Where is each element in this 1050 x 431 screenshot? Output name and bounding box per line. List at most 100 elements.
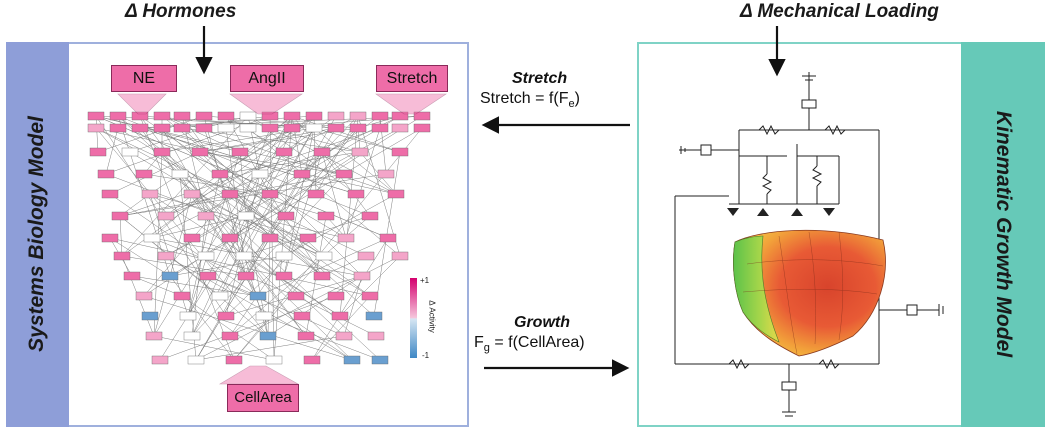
network-edge (153, 151, 163, 337)
network-edge (117, 127, 325, 257)
network-node (225, 355, 243, 365)
network-node (153, 123, 171, 133)
network-edge (229, 151, 361, 239)
network-edge (311, 295, 371, 361)
network-node (179, 311, 197, 321)
network-node (239, 123, 257, 133)
network-edge (243, 127, 315, 257)
network-node (87, 111, 105, 121)
network-edge (95, 127, 397, 195)
network-node (135, 291, 153, 301)
network-edge (269, 193, 323, 277)
network-edge (191, 193, 345, 337)
network-node (335, 331, 353, 341)
network-node (377, 169, 395, 179)
network-node (197, 211, 215, 221)
network-edge (119, 127, 381, 217)
network-edge (179, 173, 197, 361)
network-edge (199, 151, 345, 175)
network-node (347, 189, 365, 199)
network-node (251, 169, 269, 179)
network-node (293, 311, 311, 321)
network-edge (121, 115, 249, 257)
network-node (277, 211, 295, 221)
network-node (231, 147, 249, 157)
network-edge (161, 115, 241, 153)
network-node (195, 111, 213, 121)
network-node (97, 169, 115, 179)
network-edge (95, 127, 269, 337)
network-edge (187, 173, 221, 317)
network-node (343, 355, 361, 365)
stretch-equation: Stretch = f(Fe) (480, 90, 580, 111)
network-edge (95, 115, 241, 153)
network-node (173, 291, 191, 301)
network-edge (105, 127, 119, 175)
cellarea-node: CellArea (227, 384, 299, 412)
network-edge (191, 237, 245, 257)
network-node (89, 147, 107, 157)
network-node (367, 331, 385, 341)
ne-node: NE (111, 65, 177, 92)
network-node (337, 233, 355, 243)
network-node (143, 233, 161, 243)
network-edge (245, 215, 347, 239)
network-node (197, 251, 215, 261)
network-node (371, 123, 389, 133)
network-edge (203, 127, 221, 175)
network-edge (207, 275, 345, 337)
network-node (315, 251, 333, 261)
growth-equation: Fg = f(CellArea) (474, 334, 585, 355)
network-edge (165, 255, 353, 361)
network-node (87, 123, 105, 133)
network-edge (165, 115, 401, 257)
network-node (327, 291, 345, 301)
network-node (221, 331, 239, 341)
stretch-funnel (375, 93, 447, 115)
network-node (221, 233, 239, 243)
network-node (297, 331, 315, 341)
network-node (371, 355, 389, 365)
network-node (145, 331, 163, 341)
network-node (331, 311, 349, 321)
network-node (275, 271, 293, 281)
network-edge (239, 151, 247, 217)
signaling-network-graphic (87, 93, 447, 385)
activity-colorbar (410, 278, 417, 358)
network-edge (181, 295, 275, 361)
angii-node: AngII (230, 65, 304, 92)
network-edge (151, 237, 297, 297)
network-edge (131, 275, 183, 297)
network-edge (229, 151, 285, 239)
network-edge (313, 127, 397, 195)
network-node (131, 111, 149, 121)
network-edge (143, 237, 231, 297)
network-node (349, 111, 367, 121)
network-node (173, 111, 191, 121)
network-node (371, 111, 389, 121)
network-node (357, 251, 375, 261)
network-node (327, 111, 345, 121)
network-edge (195, 127, 337, 361)
network-node (391, 123, 409, 133)
network-edge (207, 275, 259, 297)
network-node (239, 111, 257, 121)
network-node (111, 211, 129, 221)
network-node (121, 147, 139, 157)
network-node (303, 355, 321, 365)
network-node (283, 111, 301, 121)
network-node (237, 211, 255, 221)
network-node (259, 331, 277, 341)
network-node (261, 123, 279, 133)
network-node (261, 111, 279, 121)
network-node (391, 251, 409, 261)
network-edge (311, 237, 389, 361)
network-node (255, 311, 273, 321)
network-edge (273, 115, 293, 361)
network-edge (95, 115, 99, 153)
circuit-heart-graphic (674, 72, 944, 417)
network-node (135, 169, 153, 179)
network-edge (243, 255, 341, 317)
network-edge (121, 255, 247, 277)
